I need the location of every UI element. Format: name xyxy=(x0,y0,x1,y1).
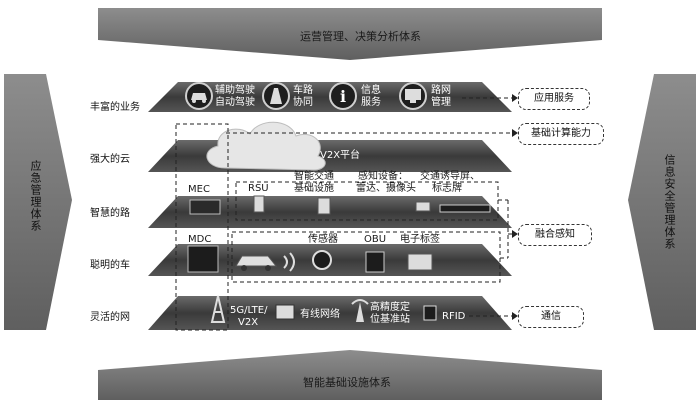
cloud-shape xyxy=(206,121,326,171)
compute-box: 基础计算能力 xyxy=(518,123,604,145)
guidance-label-line1: 交通诱导屏、 xyxy=(420,171,480,182)
mec-mdc-dashed-frame xyxy=(175,123,229,331)
etag-device xyxy=(407,253,433,271)
app-service-box: 应用服务 xyxy=(518,88,590,110)
smart-infra-label-line1: 智能交通 xyxy=(294,171,334,182)
rfid-label: RFID xyxy=(442,311,466,322)
cell-label-line1: 5G/LTE/ xyxy=(230,305,268,316)
guidance-label-line2: 标志牌 xyxy=(432,183,462,194)
rsu-device xyxy=(253,195,265,213)
left-banner-shape xyxy=(4,74,72,330)
comm-box: 通信 xyxy=(518,306,584,328)
tower-icon xyxy=(210,295,226,323)
business-item-driving-line2: 自动驾驶 xyxy=(215,97,255,108)
sensor-label: 传感器 xyxy=(308,234,338,245)
mec-label: MEC xyxy=(188,184,210,195)
business-item-roadnet-line2: 管理 xyxy=(431,97,451,108)
smart-infra-label-line2: 基础设施 xyxy=(294,183,334,194)
fusion-box: 融合感知 xyxy=(518,224,592,246)
gnss-icon xyxy=(356,302,364,322)
layer-label-business: 丰富的业务 xyxy=(90,102,140,113)
v2x-platform-label: V2X平台 xyxy=(320,150,361,161)
gnss-label-line1: 高精度定 xyxy=(370,302,410,313)
bottom-banner-shape xyxy=(98,350,602,400)
obu-label: OBU xyxy=(364,234,387,245)
sensing-label-line1: 感知设备： xyxy=(358,171,408,182)
layer-network-shape xyxy=(148,296,512,330)
etag-label: 电子标签 xyxy=(400,234,440,245)
svg-text:i: i xyxy=(340,87,346,106)
road-devices-dashed-frame xyxy=(235,181,499,221)
mdc-label: MDC xyxy=(188,234,212,245)
business-item-info-line2: 服务 xyxy=(361,97,381,108)
wired-label: 有线网络 xyxy=(300,309,340,320)
layer-label-road: 智慧的路 xyxy=(90,208,130,219)
smart-infra-device xyxy=(317,197,331,215)
mec-device xyxy=(189,199,221,215)
sensing-label-line2: 雷达、摄像头 xyxy=(356,183,416,194)
top-banner-label: 运营管理、决策分析体系 xyxy=(300,30,421,43)
layer-label-vehicle: 聪明的车 xyxy=(90,260,130,271)
wired-icon xyxy=(275,304,295,320)
car-shape xyxy=(235,255,278,267)
business-item-coop-line2: 协同 xyxy=(293,97,313,108)
gnss-label-line2: 位基准站 xyxy=(370,314,410,325)
business-item-info-line1: 信息 xyxy=(361,85,381,96)
business-item-roadnet-line1: 路网 xyxy=(431,85,451,96)
sensor-device xyxy=(312,250,332,270)
layer-label-cloud: 强大的云 xyxy=(90,154,130,165)
rsu-label: RSU xyxy=(248,183,269,194)
cell-label-line2: V2X xyxy=(238,317,259,328)
right-banner-shape xyxy=(628,74,696,330)
bottom-banner-label: 智能基础设施体系 xyxy=(303,376,391,389)
mdc-device xyxy=(187,245,219,273)
camera-device xyxy=(415,201,431,212)
guidance-screen-device xyxy=(439,204,491,213)
rfid-icon xyxy=(423,305,437,321)
top-banner-shape xyxy=(98,8,602,60)
left-banner-label: 应急管理体系 xyxy=(29,160,42,232)
business-item-driving-line1: 辅助驾驶 xyxy=(215,85,255,96)
layer-label-network: 灵活的网 xyxy=(90,312,130,323)
vehicle-devices-dashed-frame xyxy=(231,231,501,283)
right-banner-label: 信息安全管理体系 xyxy=(663,154,676,250)
obu-device xyxy=(365,251,385,273)
business-item-coop-line1: 车路 xyxy=(293,85,313,96)
